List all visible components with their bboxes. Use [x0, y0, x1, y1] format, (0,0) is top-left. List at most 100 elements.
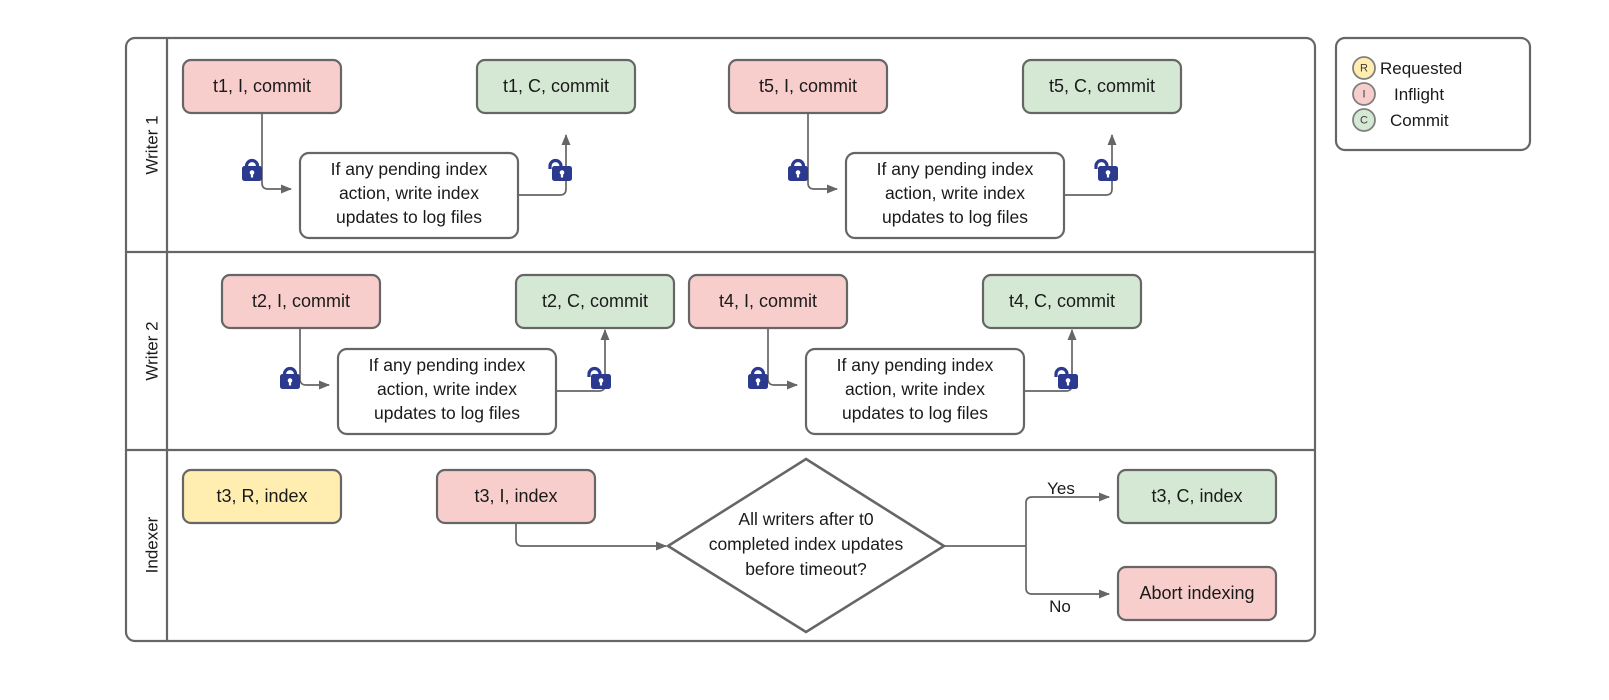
node-indexer-t3-commit[interactable]: t3, C, index	[1116, 468, 1278, 525]
decision-line-3: before timeout?	[745, 559, 867, 579]
inflight-badge-letter: I	[1362, 88, 1365, 100]
unlock-icon-w1-release-2	[1094, 158, 1118, 181]
node-shape	[1116, 565, 1278, 622]
process-shape	[804, 347, 1026, 436]
lane-label-indexer: Indexer	[142, 516, 161, 573]
node-label: t1, C, commit	[503, 76, 609, 96]
legend-label-requested: Requested	[1380, 59, 1462, 78]
lock-icon-w2-acquire-2	[748, 366, 768, 389]
process-shape	[336, 347, 558, 436]
node-w1-t1-inflight[interactable]: t1, I, commit	[181, 58, 343, 115]
decision-line-2: completed index updates	[709, 534, 904, 554]
node-shape	[1021, 58, 1183, 115]
process-line-2: action, write index	[885, 183, 1025, 203]
edge-label-no: No	[1049, 597, 1071, 616]
lock-icon-w1-acquire-2	[788, 158, 808, 181]
lane-label-writer-2: Writer 2	[142, 321, 161, 380]
process-line-3: updates to log files	[336, 207, 482, 227]
connector-w1-proc2-to-t5c	[1064, 134, 1117, 196]
node-label: t4, I, commit	[719, 291, 817, 311]
legend-panel: R Requested I Inflight C Commit	[1334, 36, 1532, 152]
process-line-3: updates to log files	[374, 403, 520, 423]
node-shape	[727, 58, 889, 115]
node-w2-t4-commit[interactable]: t4, C, commit	[981, 273, 1143, 330]
node-label: t3, I, index	[474, 486, 557, 506]
node-shape	[181, 468, 343, 525]
process-shape	[844, 151, 1066, 240]
process-line-1: If any pending index	[331, 159, 488, 179]
process-line-3: updates to log files	[842, 403, 988, 423]
node-label: t5, I, commit	[759, 76, 857, 96]
legend-item-requested: R Requested	[1352, 56, 1462, 80]
process-line-1: If any pending index	[877, 159, 1034, 179]
connector-w2-t2i-to-proc1	[299, 327, 330, 390]
process-shape	[298, 151, 520, 240]
requested-badge-icon	[1352, 56, 1376, 80]
legend-frame	[1334, 36, 1532, 152]
node-shape	[475, 58, 637, 115]
node-label: t2, I, commit	[252, 291, 350, 311]
inflight-badge-icon	[1352, 82, 1376, 106]
process-line-1: If any pending index	[369, 355, 526, 375]
edge-label-yes: Yes	[1047, 479, 1075, 498]
node-shape	[1116, 468, 1278, 525]
commit-badge-letter: C	[1360, 114, 1368, 126]
decision-shape	[665, 457, 947, 634]
node-label: t3, R, index	[216, 486, 307, 506]
lane-indexer: Yes No t3, R, index t3, I, index t3, C, …	[181, 457, 1278, 634]
process-line-2: action, write index	[845, 379, 985, 399]
node-shape	[181, 58, 343, 115]
connector-w1-proc1-to-t1c	[518, 134, 571, 196]
connector-w2-t4i-to-proc2	[767, 327, 798, 390]
lane-writer-2: t2, I, commit t2, C, commit t4, I, commi…	[220, 273, 1143, 436]
connector-decision-yes	[1025, 492, 1110, 546]
node-w2-t4-inflight[interactable]: t4, I, commit	[687, 273, 849, 330]
lock-icon-w2-acquire-1	[280, 366, 300, 389]
node-w1-t5-commit[interactable]: t5, C, commit	[1021, 58, 1183, 115]
node-indexer-t3-inflight[interactable]: t3, I, index	[435, 468, 597, 525]
process-line-1: If any pending index	[837, 355, 994, 375]
process-line-2: action, write index	[377, 379, 517, 399]
legend-item-commit: C Commit	[1352, 108, 1449, 132]
node-indexer-t3-requested[interactable]: t3, R, index	[181, 468, 343, 525]
node-shape	[687, 273, 849, 330]
connector-decision-no	[1025, 546, 1110, 599]
node-w2-t2-inflight[interactable]: t2, I, commit	[220, 273, 382, 330]
legend-label-commit: Commit	[1390, 111, 1449, 130]
connector-w1-t1i-to-proc1	[261, 113, 292, 194]
node-w1-t5-inflight[interactable]: t5, I, commit	[727, 58, 889, 115]
lock-icon-w1-acquire-1	[242, 158, 262, 181]
process-w2-write-index-1[interactable]: If any pending index action, write index…	[336, 347, 558, 436]
decision-indexer-timeout-check[interactable]: All writers after t0 completed index upd…	[665, 457, 947, 634]
node-label: Abort indexing	[1139, 583, 1254, 603]
node-indexer-abort[interactable]: Abort indexing	[1116, 565, 1278, 622]
connector-t3i-to-decision	[515, 522, 667, 551]
lane-writer-1: t1, I, commit t1, C, commit t5, I, commi…	[181, 58, 1183, 240]
node-shape	[220, 273, 382, 330]
node-w1-t1-commit[interactable]: t1, C, commit	[475, 58, 637, 115]
node-label: t4, C, commit	[1009, 291, 1115, 311]
requested-badge-letter: R	[1360, 62, 1368, 74]
commit-badge-icon	[1352, 108, 1376, 132]
process-w1-write-index-2[interactable]: If any pending index action, write index…	[844, 151, 1066, 240]
node-w2-t2-commit[interactable]: t2, C, commit	[514, 273, 676, 330]
legend-item-inflight: I Inflight	[1352, 82, 1444, 106]
node-shape	[435, 468, 597, 525]
unlock-icon-w1-release-1	[548, 158, 572, 181]
decision-line-1: All writers after t0	[738, 509, 873, 529]
unlock-icon-w2-release-1	[587, 366, 611, 389]
process-line-2: action, write index	[339, 183, 479, 203]
process-w1-write-index-1[interactable]: If any pending index action, write index…	[298, 151, 520, 240]
node-shape	[514, 273, 676, 330]
process-line-3: updates to log files	[882, 207, 1028, 227]
node-label: t3, C, index	[1151, 486, 1242, 506]
node-label: t5, C, commit	[1049, 76, 1155, 96]
lane-label-writer-1: Writer 1	[142, 115, 161, 174]
node-label: t1, I, commit	[213, 76, 311, 96]
process-w2-write-index-2[interactable]: If any pending index action, write index…	[804, 347, 1026, 436]
connector-w1-t5i-to-proc2	[807, 113, 838, 194]
node-label: t2, C, commit	[542, 291, 648, 311]
unlock-icon-w2-release-2	[1054, 366, 1078, 389]
